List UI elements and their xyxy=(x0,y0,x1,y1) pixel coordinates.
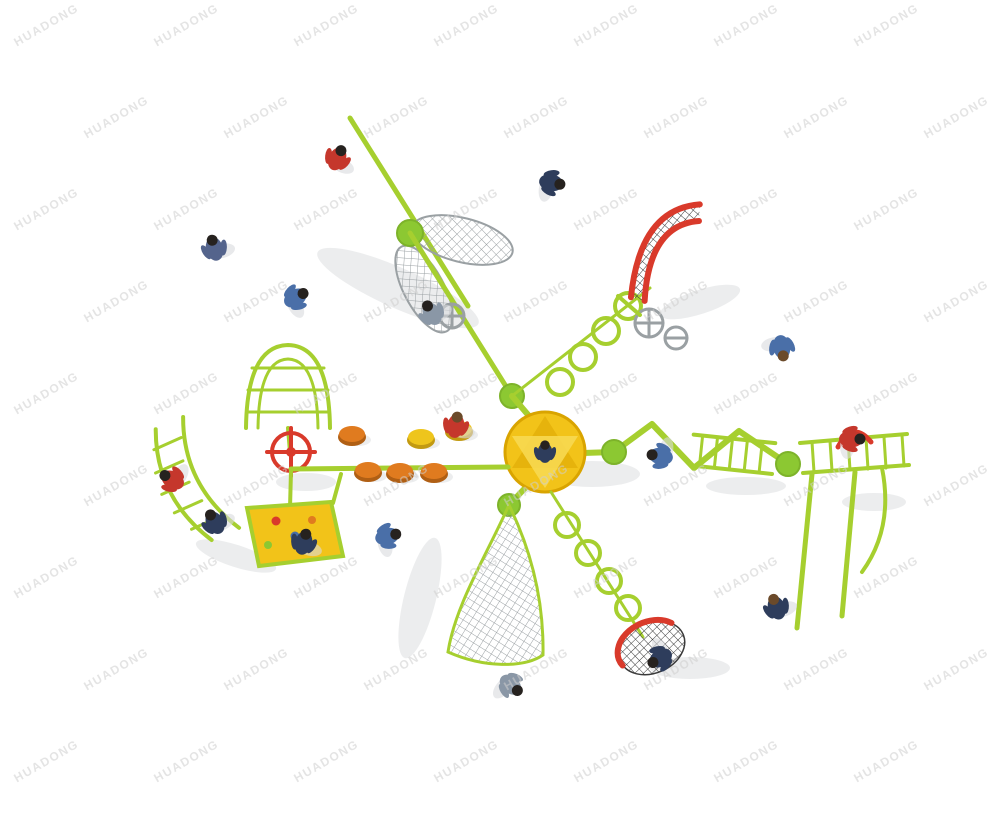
balance-beam xyxy=(288,421,511,483)
person xyxy=(533,440,557,463)
arch-net-climber xyxy=(627,201,703,304)
pivot-ball xyxy=(775,451,801,477)
person xyxy=(375,522,402,558)
person xyxy=(492,672,524,699)
person xyxy=(418,300,452,326)
right-ladder-structure xyxy=(794,429,911,631)
steering-wheel-grey xyxy=(633,307,689,351)
person xyxy=(443,411,475,439)
person xyxy=(159,464,189,493)
person xyxy=(839,425,866,459)
windmill-structure xyxy=(347,115,515,399)
person xyxy=(762,593,798,620)
arc-bench-frame xyxy=(244,343,332,454)
person xyxy=(201,509,235,535)
person xyxy=(325,145,354,174)
person xyxy=(761,335,796,362)
lower-net-wing xyxy=(446,501,545,666)
person xyxy=(283,284,309,318)
stepping-pot xyxy=(354,462,387,482)
person xyxy=(646,437,674,469)
loop-chain-lower xyxy=(549,490,645,639)
stepping-pot xyxy=(420,463,453,483)
person xyxy=(647,638,673,672)
zigzag-rail xyxy=(601,421,801,477)
person xyxy=(291,528,322,557)
stepping-pot xyxy=(407,429,440,449)
loop-chain-upper xyxy=(510,286,689,398)
people xyxy=(159,145,866,699)
stepping-pot xyxy=(386,463,419,483)
monkey-bar-ladder xyxy=(688,432,778,476)
pivot-ball xyxy=(601,439,627,465)
arc-ladder xyxy=(152,414,242,543)
person xyxy=(538,170,566,202)
stepping-pot xyxy=(338,426,371,446)
person xyxy=(200,234,236,261)
